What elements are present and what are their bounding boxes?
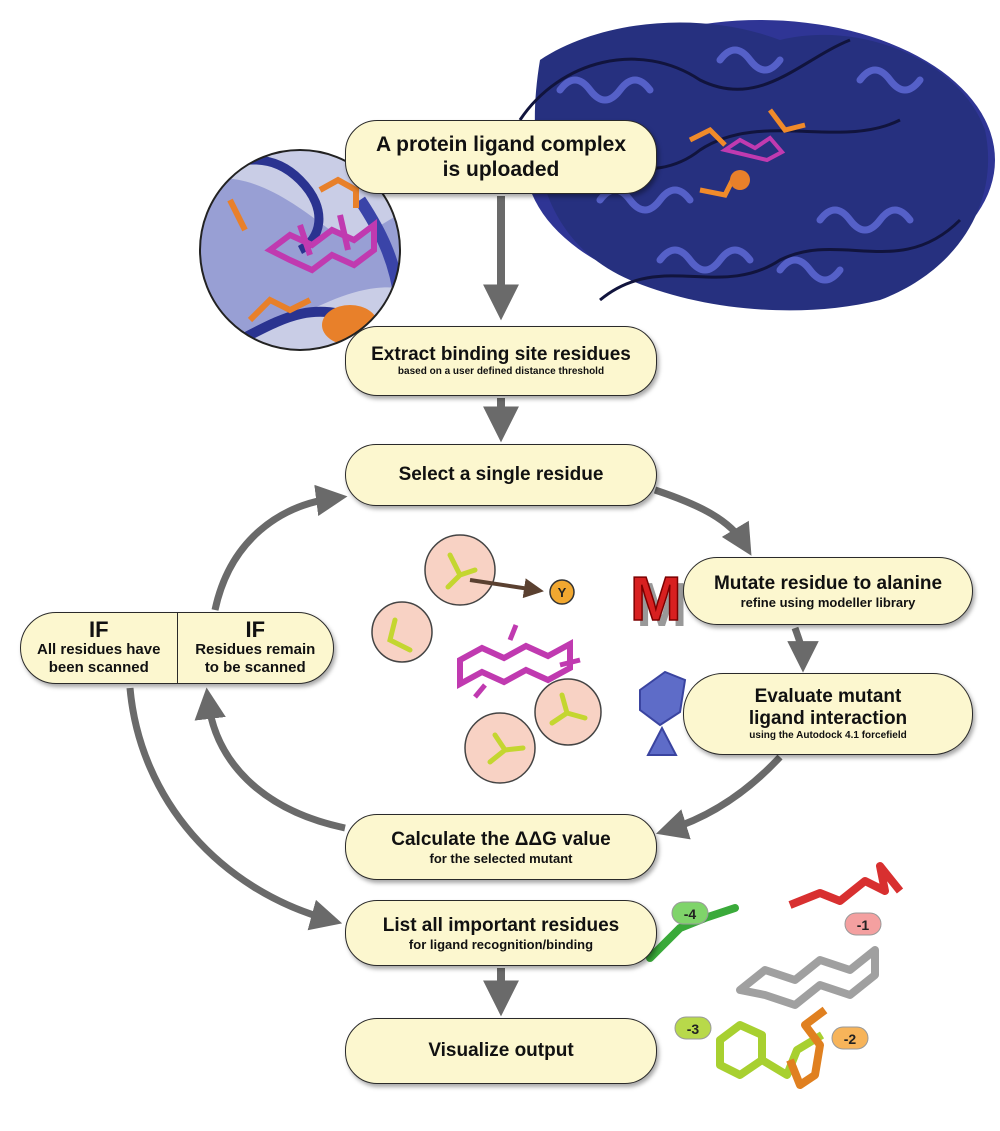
step-list-box: List all important residues for ligand r… [345, 900, 657, 966]
step-evaluate-line2: ligand interaction [748, 708, 908, 729]
step-list-title: List all important residues [382, 914, 620, 936]
step-select-box: Select a single residue [345, 444, 657, 506]
step-calculate-box: Calculate the ΔΔG value for the selected… [345, 814, 657, 880]
rank-label: -1 [857, 917, 870, 933]
condition-left-title: IF [88, 617, 109, 642]
step-evaluate-box: Evaluate mutant ligand interaction using… [683, 673, 973, 755]
step-calculate-subtitle: for the selected mutant [429, 850, 573, 866]
rank-badge-1: -1 [844, 912, 882, 936]
cycle-arrows [126, 484, 819, 931]
arrow-select-to-mutate [653, 486, 752, 556]
condition-right-title: IF [245, 617, 266, 642]
arrow-calculate-to-if [194, 687, 346, 832]
step-evaluate-line1: Evaluate mutant [754, 686, 902, 707]
condition-right-line2: to be scanned [204, 659, 306, 676]
autodock-logo-icon [639, 670, 687, 756]
step-visualize-title: Visualize output [428, 1040, 574, 1061]
arrow-if-to-list [126, 687, 343, 931]
output-residues-illustration: -1 -2 -3 -4 [646, 862, 904, 1089]
arrow-mutate-to-evaluate [787, 626, 819, 673]
step-list-subtitle: for ligand recognition/binding [408, 936, 594, 952]
step-calculate-title: Calculate the ΔΔG value [391, 828, 611, 850]
rank-label: -2 [844, 1031, 857, 1047]
step-upload-box: A protein ligand complex is uploaded [345, 120, 657, 194]
condition-remaining: IF Residues remain to be scanned [178, 613, 334, 683]
step-upload-line1: A protein ligand complex [375, 133, 627, 156]
step-mutate-subtitle: refine using modeller library [740, 594, 916, 610]
step-upload-line2: is uploaded [442, 158, 560, 181]
condition-left-line2: been scanned [48, 659, 149, 676]
rank-badge-4: -4 [671, 901, 709, 925]
step-mutate-title: Mutate residue to alanine [713, 572, 943, 594]
step-extract-title: Extract binding site residues [371, 344, 631, 365]
step-extract-subtitle: based on a user defined distance thresho… [397, 366, 605, 377]
step-visualize-box: Visualize output [345, 1018, 657, 1084]
rank-badge-3: -3 [674, 1016, 712, 1040]
rank-label: -3 [687, 1021, 700, 1037]
condition-box: IF All residues have been scanned IF Res… [20, 612, 334, 684]
step-extract-box: Extract binding site residues based on a… [345, 326, 657, 396]
condition-right-line1: Residues remain [195, 641, 316, 658]
modeller-logo-icon: M M [629, 564, 688, 640]
step-mutate-box: Mutate residue to alanine refine using m… [683, 557, 973, 625]
rank-badge-2: -2 [831, 1026, 869, 1050]
condition-all-scanned: IF All residues have been scanned [21, 613, 178, 683]
step-select-title: Select a single residue [398, 464, 604, 485]
step-evaluate-subtitle: using the Autodock 4.1 forcefield [749, 730, 907, 741]
rank-label: -4 [684, 906, 697, 922]
arrow-evaluate-to-calculate [655, 754, 783, 840]
modeller-logo-letter: M [636, 571, 688, 640]
modeller-logo-letter-front: M [630, 565, 682, 634]
residue-scan-illustration: Y [371, 534, 602, 784]
condition-left-line1: All residues have [37, 641, 161, 658]
mutation-label: Y [558, 585, 567, 600]
arrow-if-to-select [211, 484, 348, 611]
